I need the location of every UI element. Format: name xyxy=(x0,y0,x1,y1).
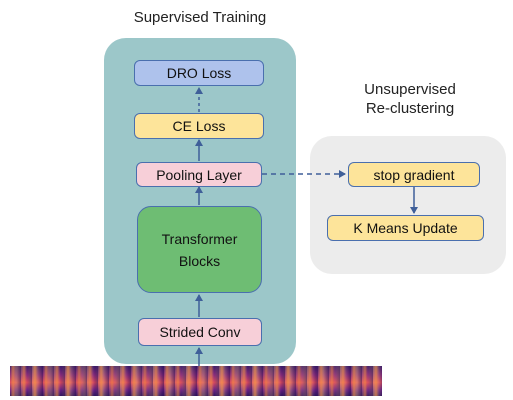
unsupervised-reclustering-panel xyxy=(310,136,506,274)
unsupervised-reclustering-title: Unsupervised Re-clustering xyxy=(320,80,500,118)
pooling-layer-block: Pooling Layer xyxy=(136,162,262,187)
transformer-label-line2: Blocks xyxy=(178,252,221,269)
strided-conv-block: Strided Conv xyxy=(138,318,262,346)
transformer-label-line1: Transformer xyxy=(161,230,238,247)
stop-gradient-block: stop gradient xyxy=(348,162,480,187)
ce-loss-block: CE Loss xyxy=(134,113,264,139)
supervised-training-title: Supervised Training xyxy=(133,9,267,26)
unsupervised-title-line1: Unsupervised xyxy=(364,81,456,98)
unsupervised-title-line2: Re-clustering xyxy=(365,100,455,117)
transformer-blocks: Transformer Blocks xyxy=(137,206,262,293)
kmeans-update-block: K Means Update xyxy=(327,215,484,241)
spectrogram-input-image xyxy=(10,366,382,396)
dro-loss-block: DRO Loss xyxy=(134,60,264,86)
